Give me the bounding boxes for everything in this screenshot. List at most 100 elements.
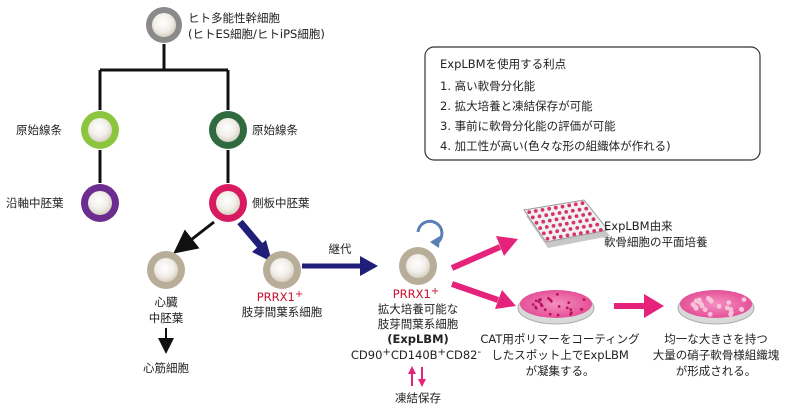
freeze-label: 凍結保存 — [395, 391, 441, 405]
dish-spot — [540, 303, 543, 307]
plate-well — [553, 205, 558, 210]
plate-well — [598, 228, 603, 232]
dish-spot — [556, 313, 560, 317]
dish-spot — [699, 303, 705, 309]
dish-spot — [557, 305, 561, 308]
plate-well — [554, 217, 559, 222]
dish-spot — [569, 311, 573, 314]
plate-well — [581, 224, 586, 229]
advantage-item-1: 1. 高い軟骨分化能 — [440, 79, 536, 93]
plate-well — [568, 227, 573, 231]
dish-spot — [537, 300, 541, 304]
plate-well — [587, 212, 592, 216]
plate-well — [574, 214, 579, 219]
limb-bud-marker: PRRX1+ — [257, 289, 304, 304]
plate-well — [571, 220, 576, 225]
cardiomyocyte-label: 心筋細胞 — [143, 361, 189, 375]
plate-well — [564, 210, 569, 214]
plate-well — [588, 223, 593, 228]
dish-spot — [567, 301, 571, 304]
plate-well — [541, 219, 546, 224]
plate-well — [575, 226, 580, 230]
dish2-label-3: が形成される。 — [676, 364, 757, 378]
plate-well — [533, 209, 538, 213]
dish-spot — [696, 299, 702, 305]
plate-well — [585, 230, 590, 235]
dish-spot — [539, 298, 542, 301]
advantages-box: ExpLBMを使用する利点 1. 高い軟骨分化能 2. 拡大培養と凍結保存が可能… — [424, 46, 761, 161]
plate-well — [581, 213, 586, 217]
plate-well — [545, 236, 550, 241]
dish-spot — [543, 308, 547, 312]
advantage-item-4: 4. 加工性が高い(色々な形の組織体が作れる) — [440, 139, 671, 153]
plate-well — [551, 224, 556, 228]
freeze-arrows — [408, 366, 426, 387]
dish-spot — [702, 307, 708, 313]
plate-well — [561, 216, 566, 221]
lateral-plate-mesoderm-cell — [209, 184, 247, 222]
plate-well — [541, 231, 546, 236]
plate-well — [547, 218, 552, 223]
dish-spot — [582, 298, 586, 301]
dish-spot — [693, 305, 699, 311]
plate-well — [584, 206, 589, 211]
dish-spot — [565, 306, 569, 310]
primitive-streak-right-cell — [209, 111, 247, 149]
plate-well — [592, 229, 597, 233]
plate-well — [561, 228, 566, 233]
plate-well — [591, 217, 596, 222]
dish-spot — [534, 299, 538, 303]
primitive-streak-left-cell — [81, 111, 119, 149]
plate-well — [560, 204, 565, 209]
hpsc-cell — [146, 7, 182, 43]
plate-well — [540, 208, 545, 212]
dish-spot — [707, 311, 713, 317]
advantages-title: ExpLBMを使用する利点 — [440, 57, 566, 71]
plate-well — [578, 231, 583, 236]
dish-spot — [569, 308, 573, 311]
dish-spot — [556, 293, 559, 296]
primitive-streak-left-label: 原始線条 — [16, 123, 62, 137]
plate-well — [570, 208, 575, 213]
dish1-label-1: CAT用ポリマーをコーティング — [480, 332, 640, 346]
lateral-plate-mesoderm-label: 側板中胚葉 — [252, 196, 310, 210]
plate-well — [527, 210, 532, 215]
passage-label: 継代 — [329, 242, 352, 256]
plate-well — [572, 232, 577, 237]
dish-spot — [739, 307, 745, 312]
plate-well — [544, 225, 549, 229]
dish-spot — [548, 312, 552, 316]
plate-well — [580, 201, 585, 206]
explbm-surface-markers: CD90+CD140B+CD82- — [351, 347, 482, 362]
paraxial-mesoderm-label: 沿軸中胚葉 — [6, 196, 64, 210]
plate-well — [577, 207, 582, 212]
dish2-label-1: 均一な大きさを持つ — [664, 332, 768, 346]
plate-well — [567, 215, 572, 220]
culture-dish-aggregation — [517, 290, 595, 325]
dish-spot — [728, 310, 734, 315]
arrow-to-dish — [451, 281, 516, 309]
dish-spot — [741, 297, 747, 302]
passage-loop-icon — [416, 219, 444, 248]
arrow-to-limb-bud — [237, 219, 272, 262]
plate-well — [552, 235, 557, 240]
dish-spot — [716, 304, 722, 309]
plate-well — [547, 206, 552, 211]
cardiac-mesoderm-cell — [147, 251, 185, 289]
advantage-item-3: 3. 事前に軟骨分化能の評価が可能 — [440, 119, 616, 133]
cardiac-mesoderm-label-2: 中胚葉 — [149, 311, 184, 325]
plate-well — [557, 211, 562, 215]
explbm-marker: PRRX1+ — [393, 286, 440, 301]
dish-spot — [547, 297, 550, 300]
plate-well — [537, 214, 542, 219]
passage-arrow — [302, 256, 378, 276]
plate-well — [567, 203, 572, 208]
arrow-to-cardiac — [173, 220, 215, 254]
cardiac-mesoderm-label-1: 心臓 — [155, 295, 178, 309]
arrow-to-plate — [450, 236, 518, 271]
plate-well — [550, 212, 555, 217]
explbm-label-1: 拡大培養可能な — [378, 302, 459, 316]
limb-bud-label: 肢芽間葉系細胞 — [242, 305, 323, 319]
plate-well — [558, 222, 563, 227]
